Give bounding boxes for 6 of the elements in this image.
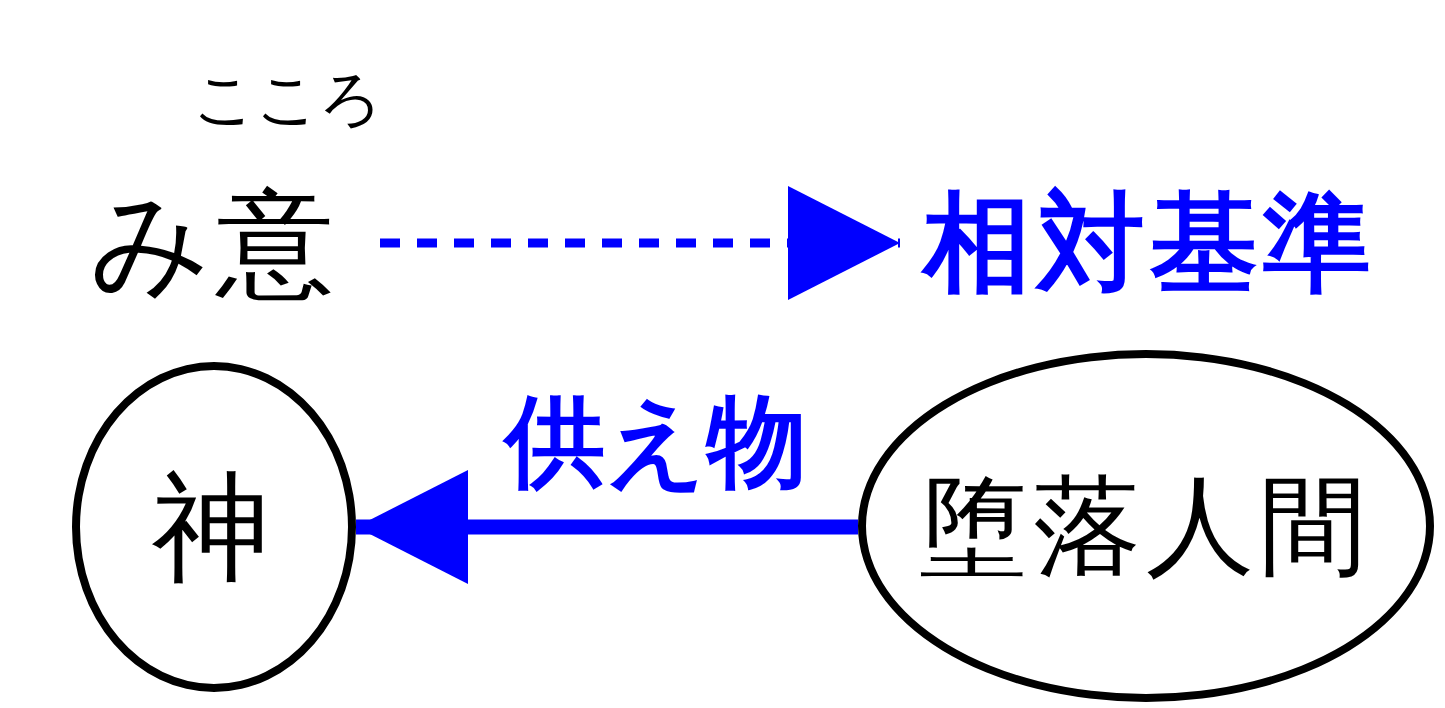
term-text: み意 (89, 183, 341, 302)
node-label: 堕落人間 (919, 472, 1373, 580)
ruby-text: こころ (193, 68, 382, 130)
node-label: 神 (152, 468, 276, 586)
arrow (380, 186, 900, 300)
arrow (356, 470, 858, 584)
